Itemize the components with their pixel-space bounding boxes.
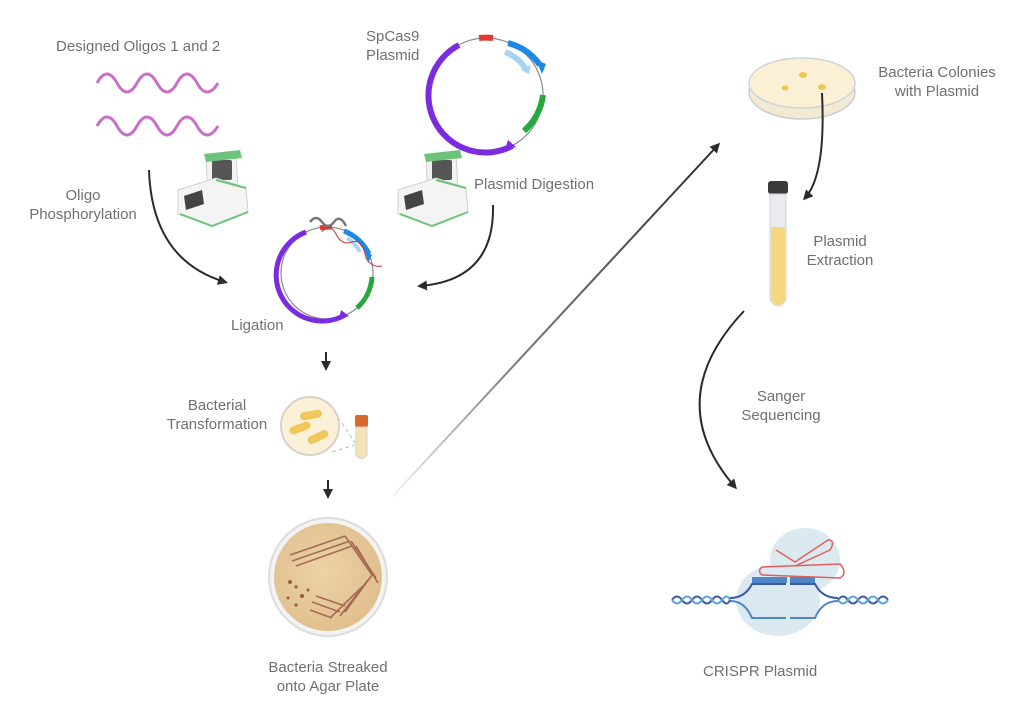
thermocycler-icon: [177, 150, 249, 228]
transformation-label-line1: Bacterial: [187, 397, 247, 414]
digestion-arrow: [417, 204, 495, 291]
colonies-label-line2: with Plasmid: [894, 83, 980, 100]
sequencing-arrow: [698, 310, 745, 490]
oligos-label: Designed Oligos 1 and 2: [56, 38, 221, 55]
extraction-label-line1: Plasmid: [813, 233, 867, 250]
oligo-2-icon: [95, 115, 220, 137]
sequencing-label: Sanger Sequencing: [716, 387, 846, 425]
transformation-label: Bacterial Transformation: [158, 396, 276, 434]
extraction-label: Plasmid Extraction: [790, 232, 890, 270]
colonies-label-line1: Bacteria Colonies: [878, 64, 996, 81]
phosphorylation-label: Oligo Phosphorylation: [14, 186, 152, 224]
to-colonies-arrow: [391, 142, 721, 498]
crispr-complex-icon: [671, 528, 889, 636]
extraction-label-line2: Extraction: [806, 252, 874, 269]
to-extraction-arrow: [802, 92, 824, 201]
colony-plate-icon: [748, 57, 856, 120]
streaked-label-line1: Bacteria Streaked: [268, 659, 388, 676]
bacteria-transformation-icon: [280, 396, 368, 459]
oligo-1-icon: [95, 72, 220, 94]
sequencing-label-line2: Sequencing: [741, 407, 821, 424]
test-tube-icon: [768, 181, 788, 307]
colonies-label: Bacteria Colonies with Plasmid: [862, 63, 1012, 101]
transformation-label-line2: Transformation: [166, 416, 268, 433]
ligation-label: Ligation: [231, 317, 284, 334]
thermocycler-icon: [397, 150, 469, 228]
crispr-plasmid-label: CRISPR Plasmid: [703, 663, 818, 680]
phosphorylation-label-line2: Phosphorylation: [29, 206, 137, 223]
phosphorylation-label-line1: Oligo: [65, 187, 101, 204]
sequencing-label-line1: Sanger: [756, 388, 806, 405]
spcas9-plasmid-icon: [425, 34, 546, 156]
spcas9-label: SpCas9 Plasmid: [366, 27, 419, 65]
digestion-label: Plasmid Digestion: [474, 176, 595, 193]
agar-plate-icon: [268, 517, 388, 637]
spcas9-label-line1: SpCas9: [366, 28, 420, 45]
streaked-label: Bacteria Streaked onto Agar Plate: [248, 658, 408, 696]
ligated-plasmid-icon: [273, 216, 383, 324]
streaked-label-line2: onto Agar Plate: [276, 678, 380, 695]
phosphorylation-arrow: [148, 169, 228, 285]
spcas9-label-line2: Plasmid: [366, 47, 420, 64]
